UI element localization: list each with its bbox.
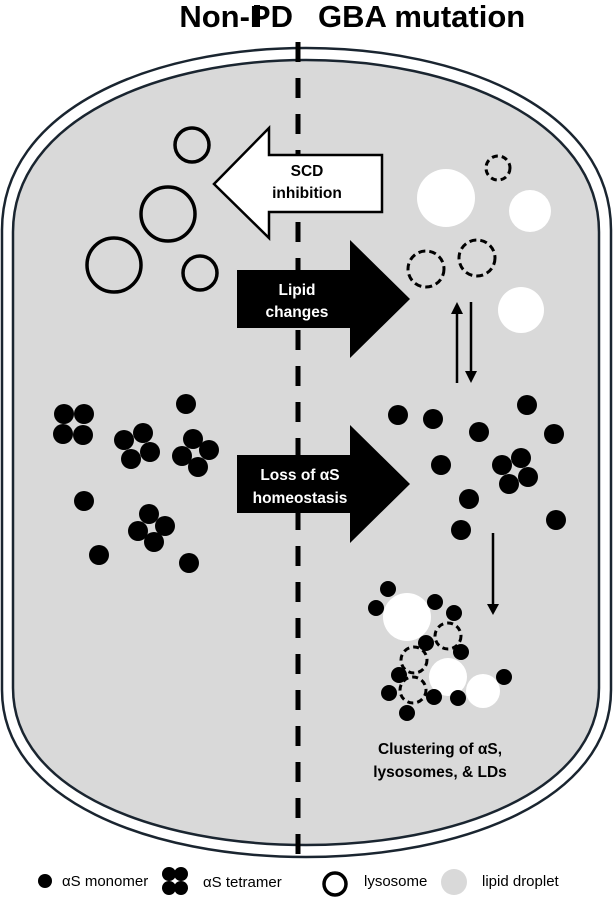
- dysfunctional-lysosome: [399, 645, 429, 675]
- lipid-changes-arrow: Lipid changes: [237, 240, 410, 358]
- monomer: [453, 644, 469, 660]
- title-non-pd: Non-PD: [179, 0, 293, 34]
- down-arrowhead-icon: [465, 371, 477, 383]
- monomer: [426, 689, 442, 705]
- lipid-droplet: [466, 674, 500, 708]
- cluster: [368, 581, 512, 721]
- monomer: [381, 685, 397, 701]
- legend-monomer-label: αS monomer: [62, 873, 148, 890]
- scd-inhibition-label-line2: inhibition: [272, 185, 342, 202]
- lysosome: [85, 236, 143, 294]
- monomer: [469, 422, 489, 442]
- dysfunctional-lysosome: [484, 154, 512, 182]
- lysosome: [173, 126, 211, 164]
- legend-tetramer-label: αS tetramer: [203, 874, 282, 891]
- legend-lipid-droplet-label: lipid droplet: [482, 873, 560, 890]
- title-separator-bar: [254, 5, 260, 27]
- loss-of-homeostasis-label-line2: homeostasis: [253, 490, 348, 507]
- monomer: [459, 489, 479, 509]
- cluster-label-line2: lysosomes, & LDs: [373, 764, 507, 781]
- lipid-changes-label-line1: Lipid: [278, 282, 315, 299]
- lipid-droplet: [509, 190, 551, 232]
- monomer: [418, 635, 434, 651]
- monomer: [546, 510, 566, 530]
- tetramer: [114, 423, 160, 469]
- cluster-label-line1: Clustering of αS,: [378, 741, 502, 758]
- monomer: [89, 545, 109, 565]
- monomer-icon: [38, 874, 52, 888]
- non-pd-alpha-synuclein: [53, 394, 219, 573]
- monomer: [388, 405, 408, 425]
- loss-of-homeostasis-arrow: Loss of αS homeostasis: [237, 425, 410, 543]
- lipid-droplet: [429, 658, 467, 696]
- monomer: [517, 395, 537, 415]
- tetramer: [128, 504, 175, 552]
- lipid-droplet: [498, 287, 544, 333]
- monomer: [427, 594, 443, 610]
- down-arrowhead-icon: [487, 604, 499, 615]
- monomer: [450, 690, 466, 706]
- lysosome: [139, 185, 197, 243]
- loss-of-homeostasis-label-line1: Loss of αS: [260, 467, 339, 484]
- tetramer: [172, 429, 219, 477]
- monomer: [74, 491, 94, 511]
- title-gba-mutation: GBA mutation: [318, 0, 525, 34]
- clustering-arrow: [487, 533, 499, 615]
- monomer: [544, 424, 564, 444]
- up-arrowhead-icon: [451, 302, 463, 314]
- monomer: [391, 667, 407, 683]
- scd-inhibition-label-line1: SCD: [291, 163, 324, 180]
- monomer: [496, 669, 512, 685]
- tetramer: [492, 448, 538, 494]
- scd-inhibition-arrow: SCD inhibition: [212, 124, 384, 241]
- dysfunctional-lysosome: [398, 675, 428, 705]
- legend: αS monomer αS tetramer lysosome lipid dr…: [38, 867, 560, 897]
- monomer: [446, 605, 462, 621]
- non-pd-lysosomes: [85, 126, 219, 294]
- legend-lysosome-label: lysosome: [364, 873, 427, 890]
- monomer: [176, 394, 196, 414]
- lysosome: [181, 254, 219, 292]
- lipid-droplet-icon: [441, 869, 467, 895]
- tetramer-icon: [162, 867, 188, 895]
- monomer: [380, 581, 396, 597]
- monomer: [431, 455, 451, 475]
- dysfunctional-lysosome: [406, 249, 446, 289]
- monomer: [399, 705, 415, 721]
- dysfunctional-lysosome: [457, 238, 497, 278]
- lysosome-icon: [322, 871, 348, 897]
- lipid-droplet: [417, 169, 475, 227]
- monomer: [423, 409, 443, 429]
- monomer: [179, 553, 199, 573]
- lipid-droplet: [383, 593, 431, 641]
- monomer: [368, 600, 384, 616]
- monomer: [451, 520, 471, 540]
- gba-alpha-synuclein: [388, 395, 566, 540]
- equilibrium-arrows: [451, 302, 477, 383]
- gba-organelles: [406, 154, 551, 333]
- dysfunctional-lysosome: [433, 621, 463, 651]
- tetramer: [53, 404, 94, 445]
- lipid-changes-label-line2: changes: [266, 304, 329, 321]
